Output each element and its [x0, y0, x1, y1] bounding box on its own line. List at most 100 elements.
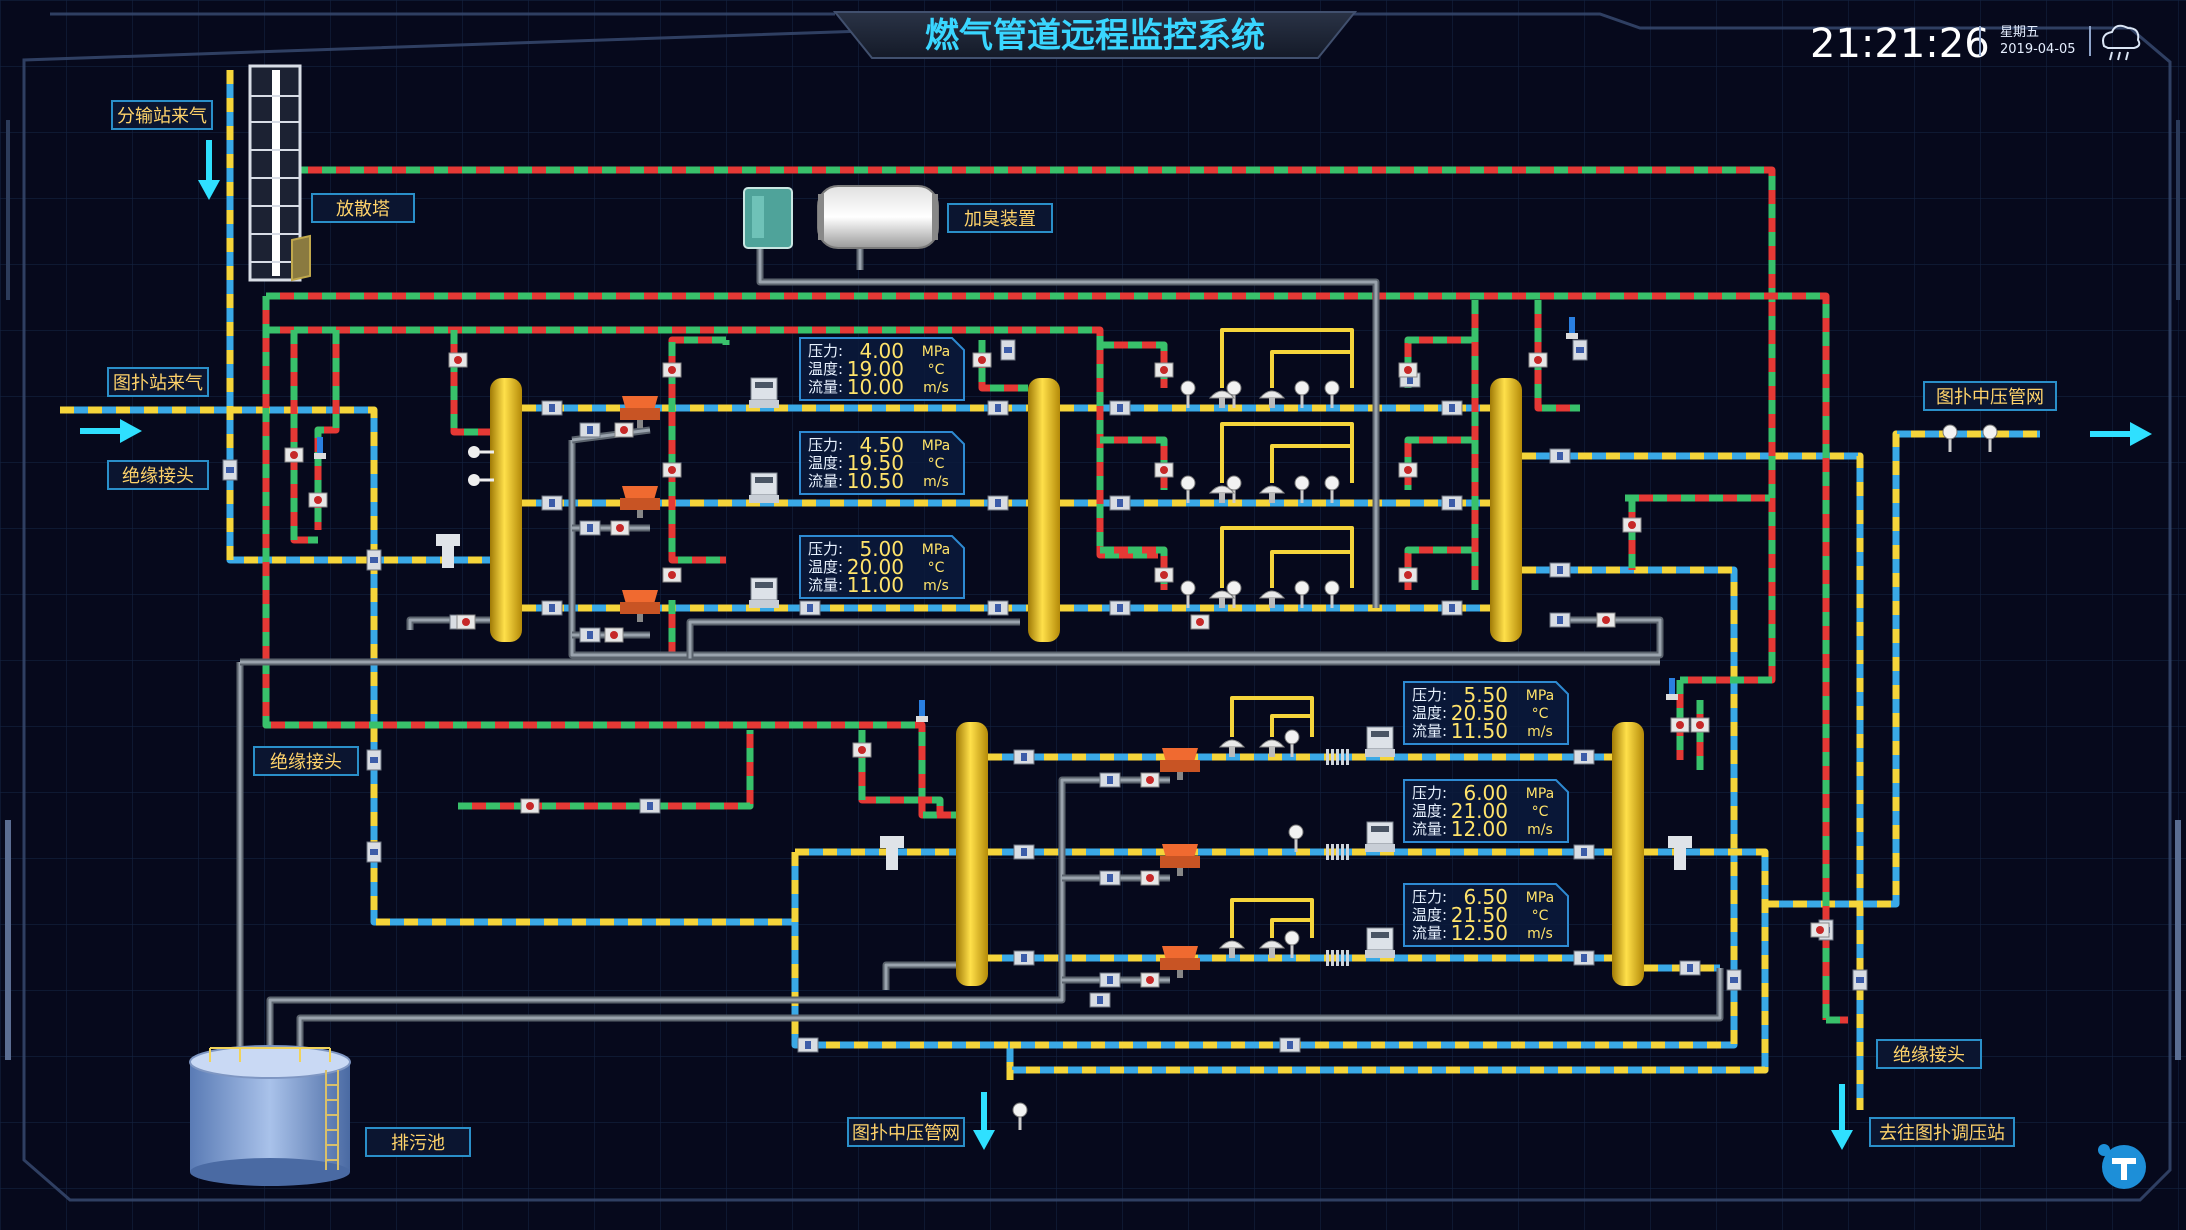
flange-fitting	[579, 627, 601, 643]
pressure-label: 压力:	[808, 436, 843, 454]
label-tupu-inlet: 图扑站来气	[107, 367, 209, 397]
clock-widget: 21:21:26 星期五 2019-04-05	[1810, 21, 2141, 67]
pressure-gauge-icon	[1012, 1102, 1028, 1130]
label-insulation-joint: 绝缘接头	[107, 460, 209, 490]
temperature-unit: °C	[928, 456, 945, 472]
manifold-vessel	[490, 378, 522, 642]
label-insulation-joint: 绝缘接头	[253, 746, 359, 776]
svg-text:排污池: 排污池	[391, 1133, 445, 1154]
pressure-label: 压力:	[808, 540, 843, 558]
flow-label: 流量:	[1412, 722, 1447, 740]
flow-label: 流量:	[808, 378, 843, 396]
manifold-vessel	[1612, 722, 1644, 986]
vent-pipe	[458, 730, 754, 810]
valve-icon	[662, 567, 682, 583]
temperature-unit: °C	[928, 560, 945, 576]
valve-icon	[1670, 717, 1690, 733]
valve-icon	[662, 362, 682, 378]
flange-fitting	[1852, 969, 1868, 991]
regulator-valve-icon	[620, 486, 660, 518]
valve-icon	[1622, 517, 1642, 533]
instrument-cluster	[436, 446, 1692, 870]
pressure-gauge-icon	[1180, 580, 1196, 608]
flange-fitting	[1549, 612, 1571, 628]
safety-valve-icon	[1566, 317, 1578, 339]
flow-value: 10.00	[847, 375, 904, 399]
pressure-gauge-icon	[1294, 380, 1310, 408]
pressure-unit: MPa	[922, 438, 950, 454]
regulator-loop	[1270, 550, 1354, 588]
temperature-label: 温度:	[1412, 704, 1447, 722]
valve-icon	[662, 462, 682, 478]
manifold-vessel	[1028, 378, 1060, 642]
regulator-loop	[1270, 350, 1354, 388]
valve-icon	[284, 447, 304, 463]
valve-icon	[1140, 972, 1160, 988]
safety-valve-icon	[916, 700, 928, 722]
valve-icon	[1190, 614, 1210, 630]
flow-meter-icon	[749, 472, 779, 503]
flow-value: 12.50	[1451, 921, 1508, 945]
flow-label: 流量:	[1412, 820, 1447, 838]
regulator-valve-icon	[620, 590, 660, 622]
screen-frame	[5, 12, 2181, 1202]
pressure-gauge-icon	[1284, 729, 1300, 757]
pressure-gauge-icon	[1294, 580, 1310, 608]
flange-fitting	[1000, 339, 1016, 361]
flow-unit: m/s	[1527, 926, 1553, 942]
valve-icon	[1398, 362, 1418, 378]
flange-fitting	[1013, 844, 1035, 860]
flow-meter-icon	[749, 377, 779, 408]
flange-fitting	[1573, 950, 1595, 966]
manifold-vessel	[956, 722, 988, 986]
arrow-right-icon	[80, 419, 142, 443]
vent-pipe	[314, 330, 340, 530]
temperature-label: 温度:	[808, 360, 843, 378]
regulator-loop	[1270, 714, 1314, 737]
vent-pipe	[262, 296, 956, 819]
pressure-value: 6.00	[1463, 781, 1508, 805]
flow-value: 11.50	[1451, 719, 1508, 743]
temperature-label: 温度:	[1412, 906, 1447, 924]
svg-text:放散塔: 放散塔	[336, 199, 390, 220]
svg-text:去往图扑调压站: 去往图扑调压站	[1879, 1123, 2005, 1144]
vent-riser-pipe	[226, 70, 490, 564]
pressure-unit: MPa	[922, 542, 950, 558]
odorizer-device	[743, 185, 939, 249]
flow-unit: m/s	[923, 380, 949, 396]
expansion-joint-icon	[1326, 749, 1349, 765]
pressure-gauge-icon	[1226, 380, 1242, 408]
safety-valve-icon	[1666, 678, 1678, 700]
flange-fitting	[1013, 749, 1035, 765]
flange-fitting	[1099, 870, 1121, 886]
flange-fitting	[1679, 960, 1701, 976]
pilot-valve-icon	[1208, 590, 1236, 608]
temperature-unit: °C	[928, 362, 945, 378]
drain-pipe	[756, 248, 1380, 608]
valve-icon	[614, 422, 634, 438]
pressure-unit: MPa	[1526, 786, 1554, 802]
flange-fitting	[987, 600, 1009, 616]
pilot-valve-icon	[1258, 940, 1286, 958]
regulator-loop	[1270, 444, 1354, 483]
expansion-joint-icon	[1326, 950, 1349, 966]
vent-pipe	[266, 292, 1830, 1020]
valve-icon	[1810, 922, 1830, 938]
flow-label: 流量:	[808, 472, 843, 490]
temperature-value: 19.00	[847, 357, 904, 381]
pressure-value: 4.50	[859, 433, 904, 457]
regulator-loop	[1270, 918, 1314, 938]
flow-value: 10.50	[847, 469, 904, 493]
pipe-network	[60, 70, 2040, 1110]
pressure-gauge-icon	[1324, 475, 1340, 503]
flange-fitting	[1099, 772, 1121, 788]
flow-label: 流量:	[808, 576, 843, 594]
label-to-regulator-station: 去往图扑调压站	[1869, 1117, 2015, 1147]
flange-fitting	[797, 1037, 819, 1053]
pressure-value: 6.50	[1463, 885, 1508, 909]
svg-text:图扑中压管网: 图扑中压管网	[852, 1123, 960, 1144]
arrow-down-icon	[198, 140, 220, 200]
valve-icon	[972, 352, 992, 368]
flange-fitting	[366, 749, 382, 771]
temperature-value: 19.50	[847, 451, 904, 475]
